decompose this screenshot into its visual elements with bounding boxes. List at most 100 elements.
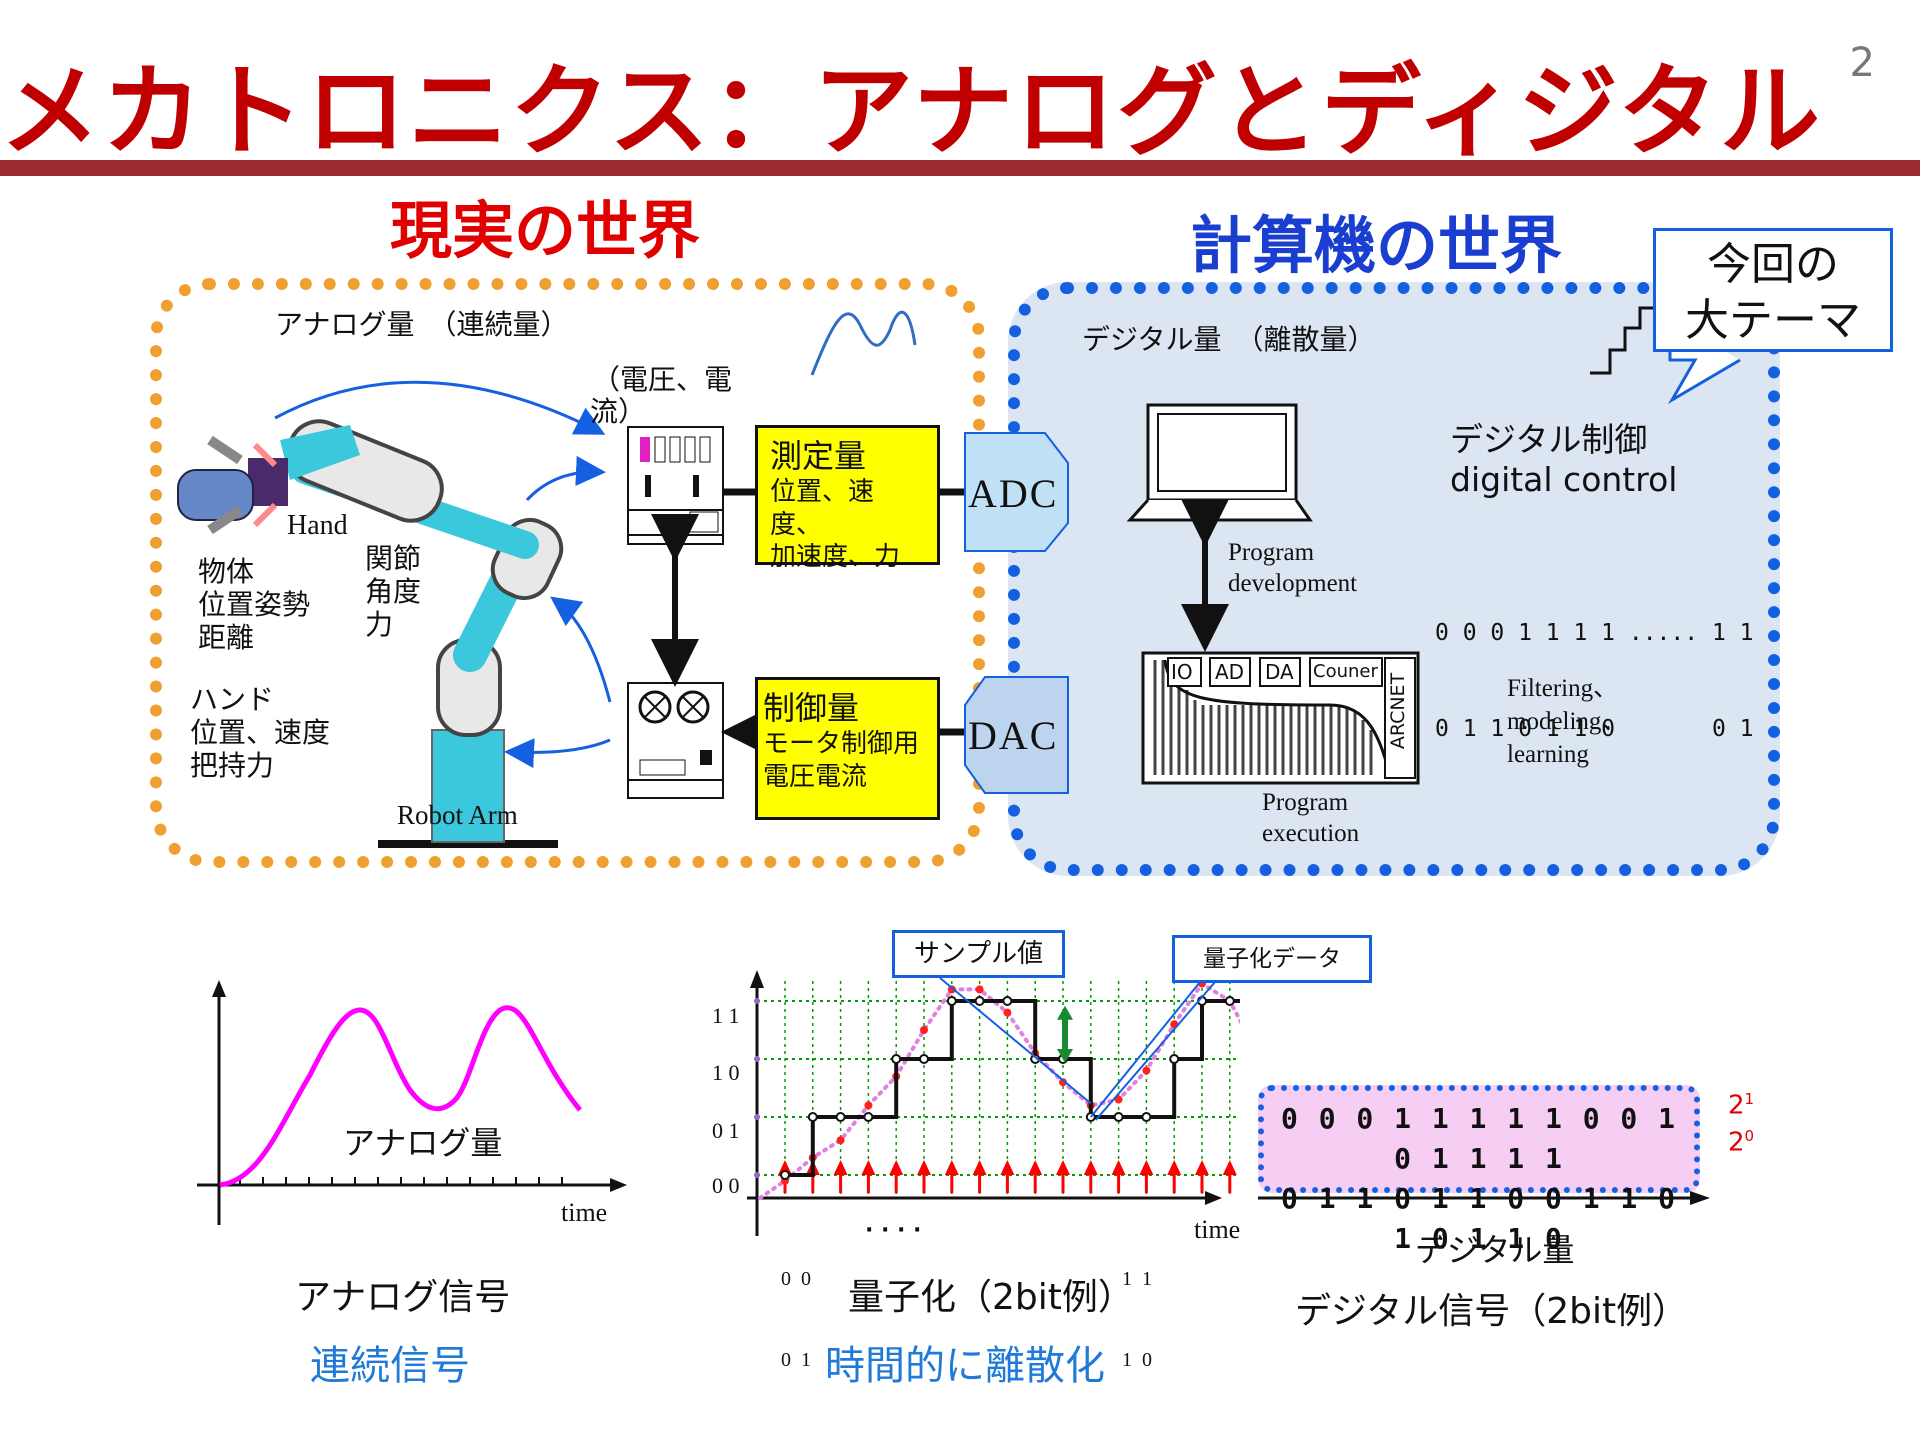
digital-control-jp: デジタル制御 xyxy=(1450,420,1648,459)
x-end-ticks: 1 1 1 0 xyxy=(1122,1212,1152,1428)
sampling-arrowhead-6 xyxy=(944,1160,959,1175)
controller-board xyxy=(1141,651,1420,785)
quantized-point-0 xyxy=(780,1170,790,1180)
signal-arrow-hand-to-sensor xyxy=(274,380,606,435)
x-ellipsis: · · · · xyxy=(865,1218,922,1243)
x-end-l2: 1 0 xyxy=(1122,1349,1152,1371)
measurement-device xyxy=(627,426,724,545)
analog-signal-chart xyxy=(197,980,627,1225)
digital-bit-array: 0 0 0 1 1 1 1 1 0 0 1 0 1 1 1 1 0 1 1 0 … xyxy=(1258,1085,1700,1255)
sample-point-7 xyxy=(975,985,984,994)
x-start-l1: 0 0 xyxy=(781,1268,811,1290)
title-rule xyxy=(0,160,1920,176)
quantized-point-3 xyxy=(863,1112,874,1122)
sampling-arrowhead-9 xyxy=(1028,1160,1043,1175)
callout-line1: 今回の xyxy=(1707,239,1839,290)
quant-y-arrowhead xyxy=(750,970,764,988)
x-start-l2: 0 1 xyxy=(781,1349,811,1371)
analog-subcaption: 連続信号 xyxy=(310,1343,470,1389)
sampling-arrowhead-10 xyxy=(1056,1160,1070,1175)
joint-label-l2: 角度 xyxy=(365,575,422,608)
laptop-icon xyxy=(1126,403,1313,522)
sampling-arrowhead-4 xyxy=(889,1160,904,1175)
quantization-subcaption: 時間的に離散化 xyxy=(825,1343,1105,1389)
quant-callout-pointer-a xyxy=(1090,981,1201,1118)
error-arrowhead-bottom xyxy=(1057,1049,1073,1063)
sampling-arrowhead-11 xyxy=(1083,1160,1098,1175)
quantization-caption: 量子化（2bit例） xyxy=(848,1277,1134,1318)
bit-weight-2-1: 21 xyxy=(1728,1090,1754,1121)
digital-time-axis xyxy=(1258,1191,1710,1205)
chip-label-counter: Couner xyxy=(1313,661,1378,682)
quantized-point-9 xyxy=(1030,1054,1041,1064)
control-title: 制御量 xyxy=(763,689,860,727)
program-exec-l1: Program xyxy=(1262,789,1349,816)
quantized-point-4 xyxy=(891,1054,902,1064)
chip-label-ad: AD xyxy=(1215,660,1245,684)
program-exec-l2: execution xyxy=(1262,820,1360,847)
measured-line2: 位置、速度、 xyxy=(770,477,875,540)
robot-arm-label: Robot Arm xyxy=(397,800,518,830)
hand-info-label: ハンド 位置、速度 把持力 xyxy=(190,683,330,782)
error-arrowhead-top xyxy=(1057,1005,1073,1020)
sampling-arrowhead-7 xyxy=(972,1160,987,1175)
callout-line2: 大テーマ xyxy=(1685,295,1861,346)
y-tick-01: 0 1 xyxy=(712,1118,740,1143)
filtering-label: Filtering、 modeling、 learning xyxy=(1507,672,1626,771)
quant-x-arrowhead xyxy=(1205,1191,1222,1205)
y-level-dot-1 xyxy=(754,1114,760,1120)
main-theme-callout: 今回の 大テーマ xyxy=(1653,228,1893,352)
object-label-l3: 距離 xyxy=(198,621,255,654)
control-arrow-to-robot-lower xyxy=(504,738,611,769)
x-start-ticks: 0 0 0 1 xyxy=(781,1212,811,1428)
quantization-chart xyxy=(747,970,1240,1236)
filtering-l1: Filtering、 xyxy=(1507,675,1619,702)
quantized-point-12 xyxy=(1113,1112,1124,1122)
analog-curve xyxy=(219,1005,582,1188)
quant-time-label: time xyxy=(1194,1215,1241,1244)
signal-arrow-joint-to-sensor xyxy=(525,455,606,502)
quantized-point-8 xyxy=(1002,996,1013,1006)
computer-world-region xyxy=(1008,282,1780,876)
sampling-arrowhead-16 xyxy=(1222,1160,1237,1175)
x-end-l1: 1 1 xyxy=(1122,1268,1152,1290)
control-line3: 電圧電流 xyxy=(763,761,868,792)
digital-bit-row1: 0 0 0 1 1 1 1 1 0 0 1 0 1 1 1 1 xyxy=(1280,1102,1677,1175)
dac-label: DAC xyxy=(968,713,1059,758)
sample-point-13 xyxy=(1142,1066,1151,1075)
y-tick-00: 0 0 xyxy=(712,1173,740,1198)
joint-label-l3: 力 xyxy=(365,608,394,641)
object-label-l1: 物体 xyxy=(198,555,255,588)
sample-point-10 xyxy=(1059,1078,1067,1087)
joint-label-l1: 関節 xyxy=(365,542,422,575)
sampling-arrowhead-14 xyxy=(1167,1160,1182,1175)
quantized-point-7 xyxy=(974,996,985,1006)
sampling-arrowhead-5 xyxy=(917,1160,931,1175)
sample-point-12 xyxy=(1114,1095,1123,1104)
y-tick-10: 1 0 xyxy=(712,1060,740,1085)
bit-weight-2-0-exp: 0 xyxy=(1744,1127,1755,1145)
sampling-arrowhead-2 xyxy=(833,1160,848,1175)
sampling-arrowhead-8 xyxy=(1000,1160,1015,1175)
digital-control-en: digital control xyxy=(1450,460,1678,499)
quantized-point-5 xyxy=(919,1054,929,1064)
program-dev-l2: development xyxy=(1228,570,1358,597)
real-world-title: 現実の世界 xyxy=(390,194,701,267)
filtering-l3: learning xyxy=(1507,741,1589,768)
adc-label: ADC xyxy=(968,471,1059,516)
chip-label-io: IO xyxy=(1171,660,1193,684)
digital-quantity-bottom-label: デジタル量 xyxy=(1415,1231,1575,1269)
measured-quantity-box: 測定量 位置、速度、 加速度、力 xyxy=(755,425,940,572)
y-level-dot-2 xyxy=(754,1056,760,1062)
program-dev-l1: Program xyxy=(1228,539,1315,566)
chip-label-da: DA xyxy=(1265,660,1294,684)
bit-weight-2-1-base: 2 xyxy=(1728,1090,1745,1121)
quantized-point-1 xyxy=(807,1112,818,1122)
sampling-arrowhead-15 xyxy=(1195,1160,1209,1175)
quantized-point-13 xyxy=(1141,1112,1152,1122)
adc-block xyxy=(964,432,1069,552)
object-label: 物体 位置姿勢 距離 xyxy=(198,555,310,654)
digital-control-label: デジタル制御 digital control xyxy=(1450,420,1677,500)
